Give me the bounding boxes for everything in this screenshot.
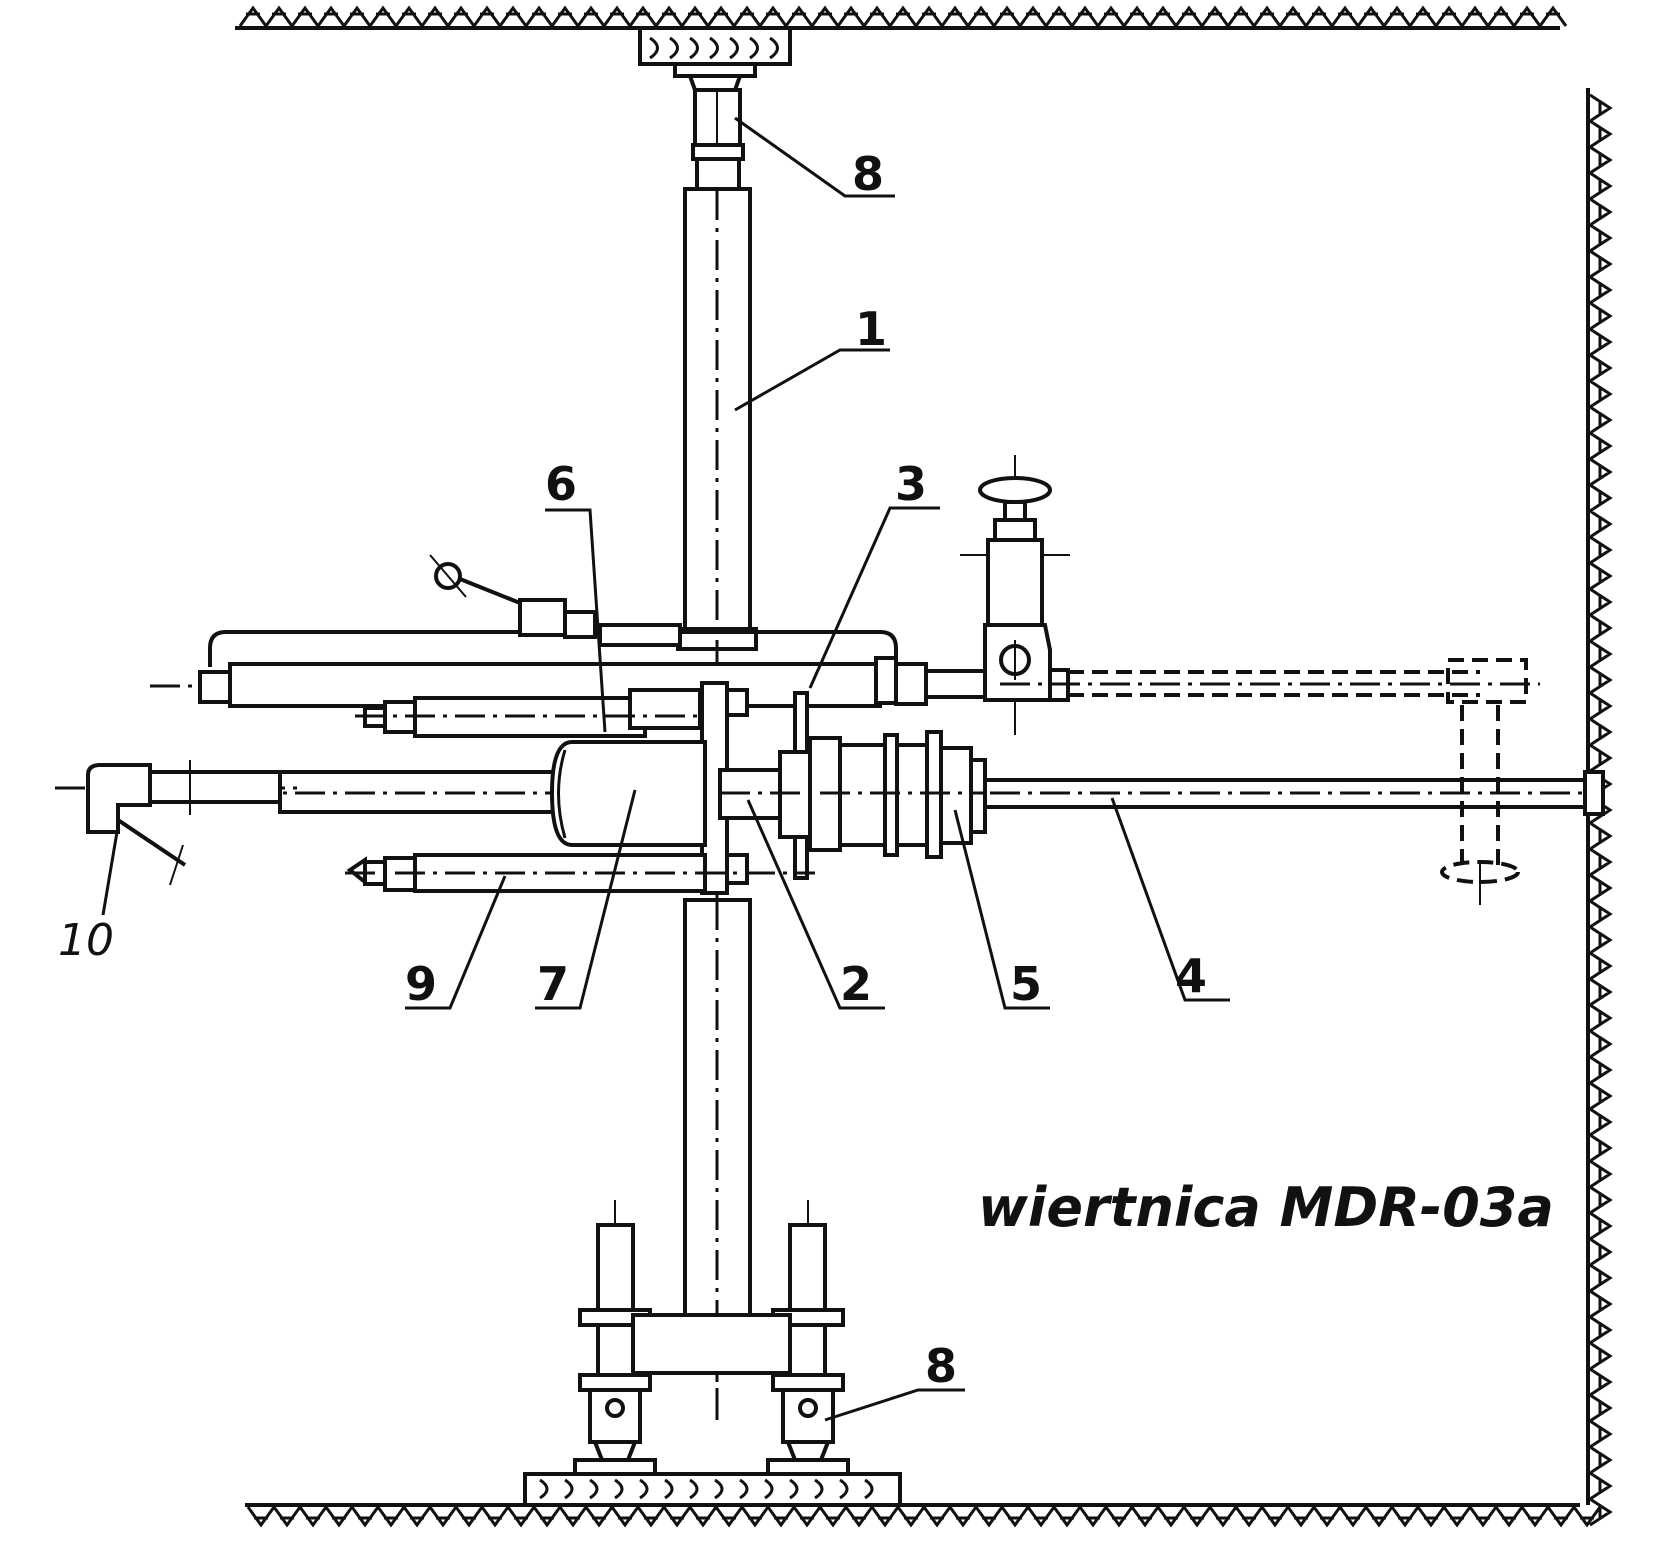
label-8-bottom: 8	[925, 1339, 957, 1393]
base-frame	[523, 1200, 902, 1507]
label-7: 7	[537, 957, 569, 1011]
label-3: 3	[895, 457, 927, 511]
drill-rod	[983, 705, 1605, 905]
upper-beam	[150, 554, 1000, 708]
top-wooden-pad	[638, 26, 792, 78]
floor	[245, 1503, 1602, 1528]
label-1: 1	[855, 302, 887, 356]
ceiling	[235, 5, 1568, 30]
label-5: 5	[1010, 957, 1042, 1011]
top-screw-jack	[687, 74, 745, 191]
drill-motor	[195, 740, 707, 847]
feed-cylinder	[355, 688, 702, 738]
lower-cylinder	[345, 853, 815, 893]
handwheel-valve	[960, 455, 1070, 735]
label-4: 4	[1175, 949, 1207, 1003]
label-9: 9	[405, 957, 437, 1011]
leader-lines	[101, 116, 1230, 1422]
label-8-top: 8	[852, 147, 884, 201]
diagram-title: wiertnica MDR-03a	[978, 1176, 1554, 1239]
label-10: 10	[58, 915, 114, 966]
upper-extension-dashed	[1000, 658, 1540, 704]
label-6: 6	[545, 457, 577, 511]
intake-elbow	[55, 760, 300, 886]
main-column	[676, 187, 758, 1420]
gearbox	[718, 730, 990, 859]
label-2: 2	[840, 957, 872, 1011]
